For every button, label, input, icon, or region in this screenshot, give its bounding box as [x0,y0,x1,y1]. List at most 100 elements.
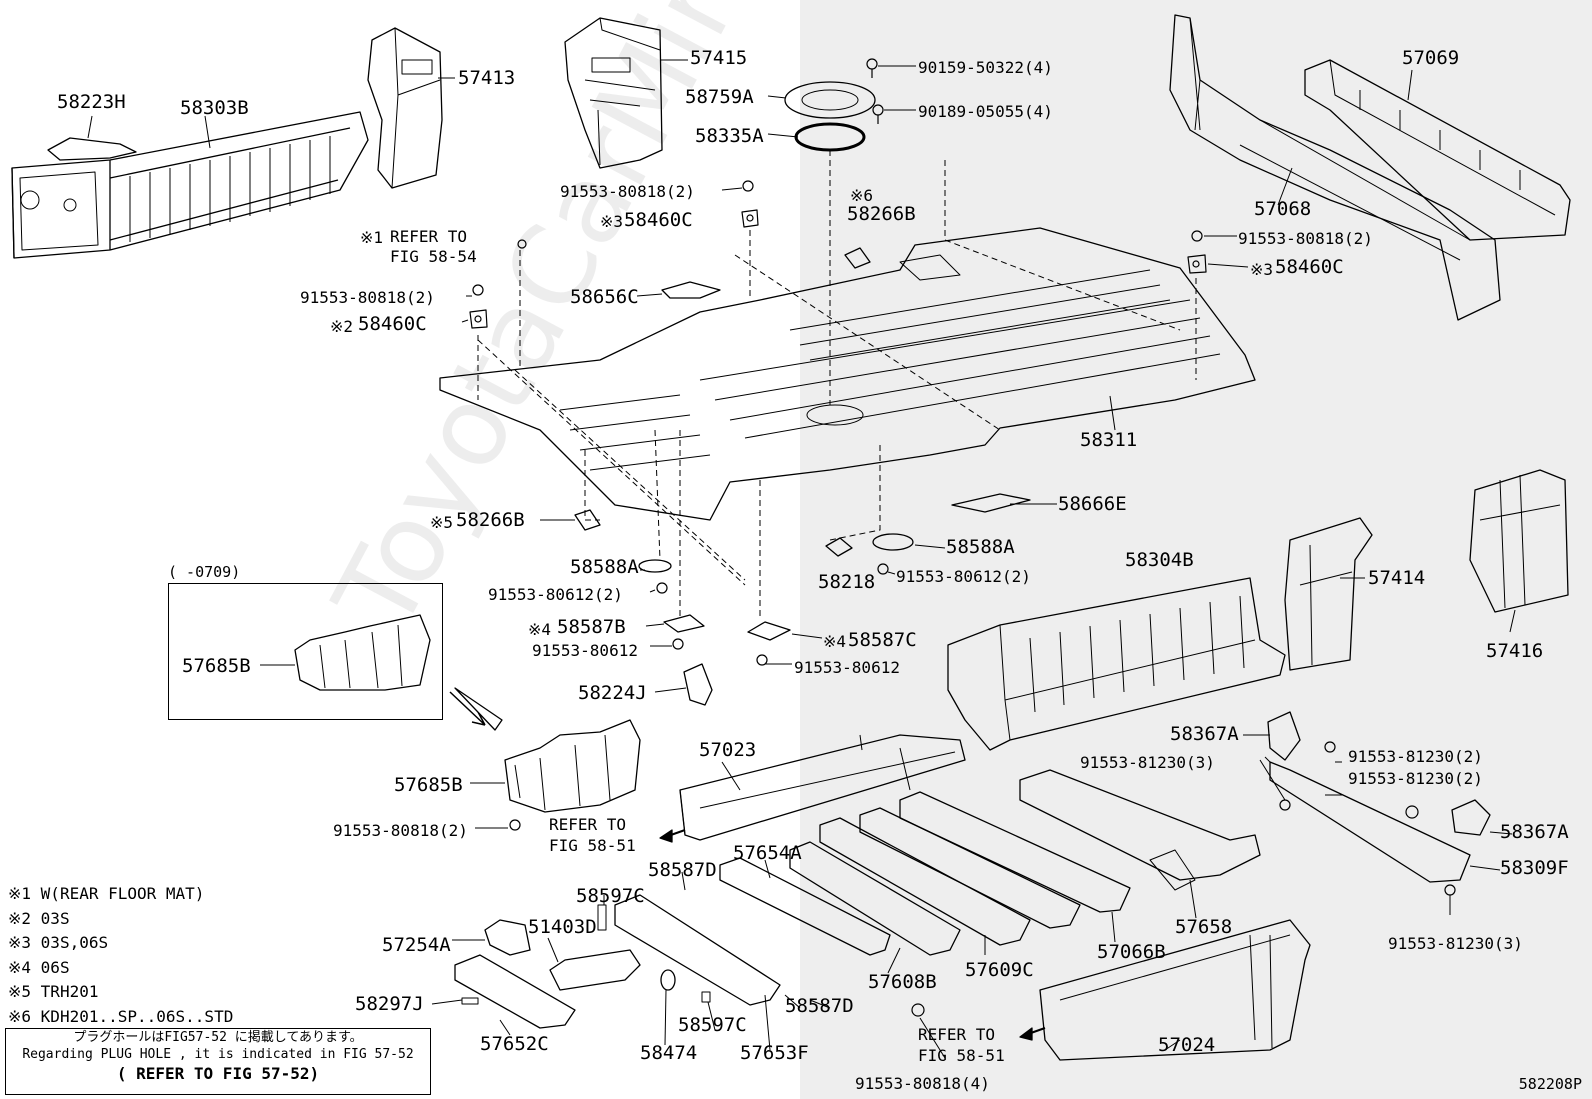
mark-3a: ※3 [600,212,624,231]
part-58266B-a-drawing [844,247,871,269]
dashed-guides [477,150,1197,620]
clip-58460C-b [1187,254,1207,274]
bolts-612 [656,563,889,666]
label-58759A: 58759A [685,86,754,108]
bolt-small [472,180,1203,296]
part-58367A-b-drawing [1451,799,1491,836]
label-58588A-b: 58588A [946,536,1015,558]
label-58367A-b: 58367A [1500,821,1569,843]
label-57608B: 57608B [868,971,937,993]
part-57654A-drawing [719,857,891,956]
label-91553-80612-a: 91553-80612 [532,641,638,660]
label-58309F: 58309F [1500,857,1569,879]
label-58460C-a: 58460C [624,209,693,231]
ref-58-51-a-line2: FIG 58-51 [549,836,636,855]
label-58303B: 58303B [180,97,249,119]
label-58587B: 58587B [557,616,626,638]
label-58588A-a: 58588A [570,556,639,578]
note-1: ※1 W(REAR FLOOR MAT) [8,884,205,903]
label-58335A: 58335A [695,125,764,147]
part-57685B-inset-drawing [294,614,431,691]
part-58224J-drawing [683,663,713,706]
label-58666E: 58666E [1058,493,1127,515]
footnotes: ※1 W(REAR FLOOR MAT) ※2 03S ※3 03S,06S ※… [8,882,233,1029]
part-57023-drawing [679,734,966,841]
label-91553-80818-c: 91553-80818(2) [300,288,435,307]
part-58587B-drawing [663,614,705,633]
label-57069: 57069 [1402,47,1460,69]
label-58587C: 58587C [848,629,917,651]
part-57658-drawing [1019,769,1261,881]
label-91553-80818-d: 91553-80818(2) [333,821,468,840]
label-90189-05055: 90189-05055(4) [918,102,1053,121]
label-58266B-a: 58266B [847,203,916,225]
part-57024-drawing [1039,919,1311,1061]
label-57609C: 57609C [965,959,1034,981]
label-57658: 57658 [1175,916,1233,938]
bolt-90189 [872,104,884,124]
note-2: ※2 03S [8,908,70,928]
label-91553-80612-2a: 91553-80612(2) [488,585,623,604]
mark-5: ※5 [430,513,454,532]
part-57652C-drawing [454,954,576,1029]
mark-1: ※1 [360,228,384,247]
label-58587D-a: 58587D [648,859,717,881]
part-58597C-a-drawing [597,904,607,931]
part-51403D-drawing [549,949,641,991]
label-58367A-a: 58367A [1170,723,1239,745]
label-91553-81230-3b: 91553-81230(3) [1388,934,1523,953]
part-58335A-drawing [794,122,866,152]
label-57254A: 57254A [382,934,451,956]
label-57066B: 57066B [1097,941,1166,963]
label-58223H: 58223H [57,91,126,113]
part-58587C-drawing [747,621,791,641]
label-58218: 58218 [818,571,876,593]
mark-6: ※6 [850,186,874,205]
label-57068: 57068 [1254,198,1312,220]
label-58460C-c: 58460C [358,313,427,335]
label-57414: 57414 [1368,567,1426,589]
label-57023: 57023 [699,739,757,761]
label-57413: 57413 [458,67,516,89]
part-57415-drawing [564,17,663,169]
clip-58460C-c [469,309,488,329]
part-58266B-b-drawing [574,509,601,531]
label-57415: 57415 [690,47,748,69]
label-58656C: 58656C [570,286,639,308]
label-57024: 57024 [1158,1034,1216,1056]
label-57653F: 57653F [740,1042,809,1064]
label-58311: 58311 [1080,429,1138,451]
ref-58-51-b-line1: REFER TO [918,1025,996,1044]
part-58309F-drawing [1269,761,1471,883]
part-crossmember-extra [859,807,1081,929]
part-58597C-b-drawing [701,991,711,1003]
mark-3b: ※3 [1250,260,1274,279]
label-51403D: 51403D [528,916,597,938]
leader-lines [87,59,1516,1059]
part-58759A-drawing [784,81,876,119]
part-58588A-b-drawing [872,533,914,551]
plug-note-ref: ( REFER TO FIG 57-52) [116,1064,320,1083]
label-91553-81230-3a: 91553-81230(3) [1080,753,1215,772]
label-57685B-inset: 57685B [182,655,251,677]
label-58597C-a: 58597C [576,885,645,907]
label-58460C-b: 58460C [1275,256,1344,278]
inset-frame [168,583,443,720]
ref-58-54-line2: FIG 58-54 [390,247,477,266]
note-4: ※4 06S [8,957,70,977]
bolt-90159 [866,58,878,78]
mark-4a: ※4 [528,620,552,639]
part-57068-drawing [1169,14,1501,321]
bolt-818-bottom [509,819,521,831]
ref-58-51-b-line2: FIG 58-51 [918,1046,1005,1065]
part-57414-drawing [1284,517,1373,671]
label-57416: 57416 [1486,640,1544,662]
part-58218-drawing [825,537,853,557]
part-58666E-drawing [951,493,1031,513]
part-57685B-drawing [504,719,641,813]
label-57685B: 57685B [394,774,463,796]
part-58367A-a-drawing [1267,711,1301,761]
part-57609C-drawing [819,817,1031,946]
note-6: ※6 KDH201..SP..06S..STD [8,1006,234,1026]
label-58297J: 58297J [355,993,424,1015]
